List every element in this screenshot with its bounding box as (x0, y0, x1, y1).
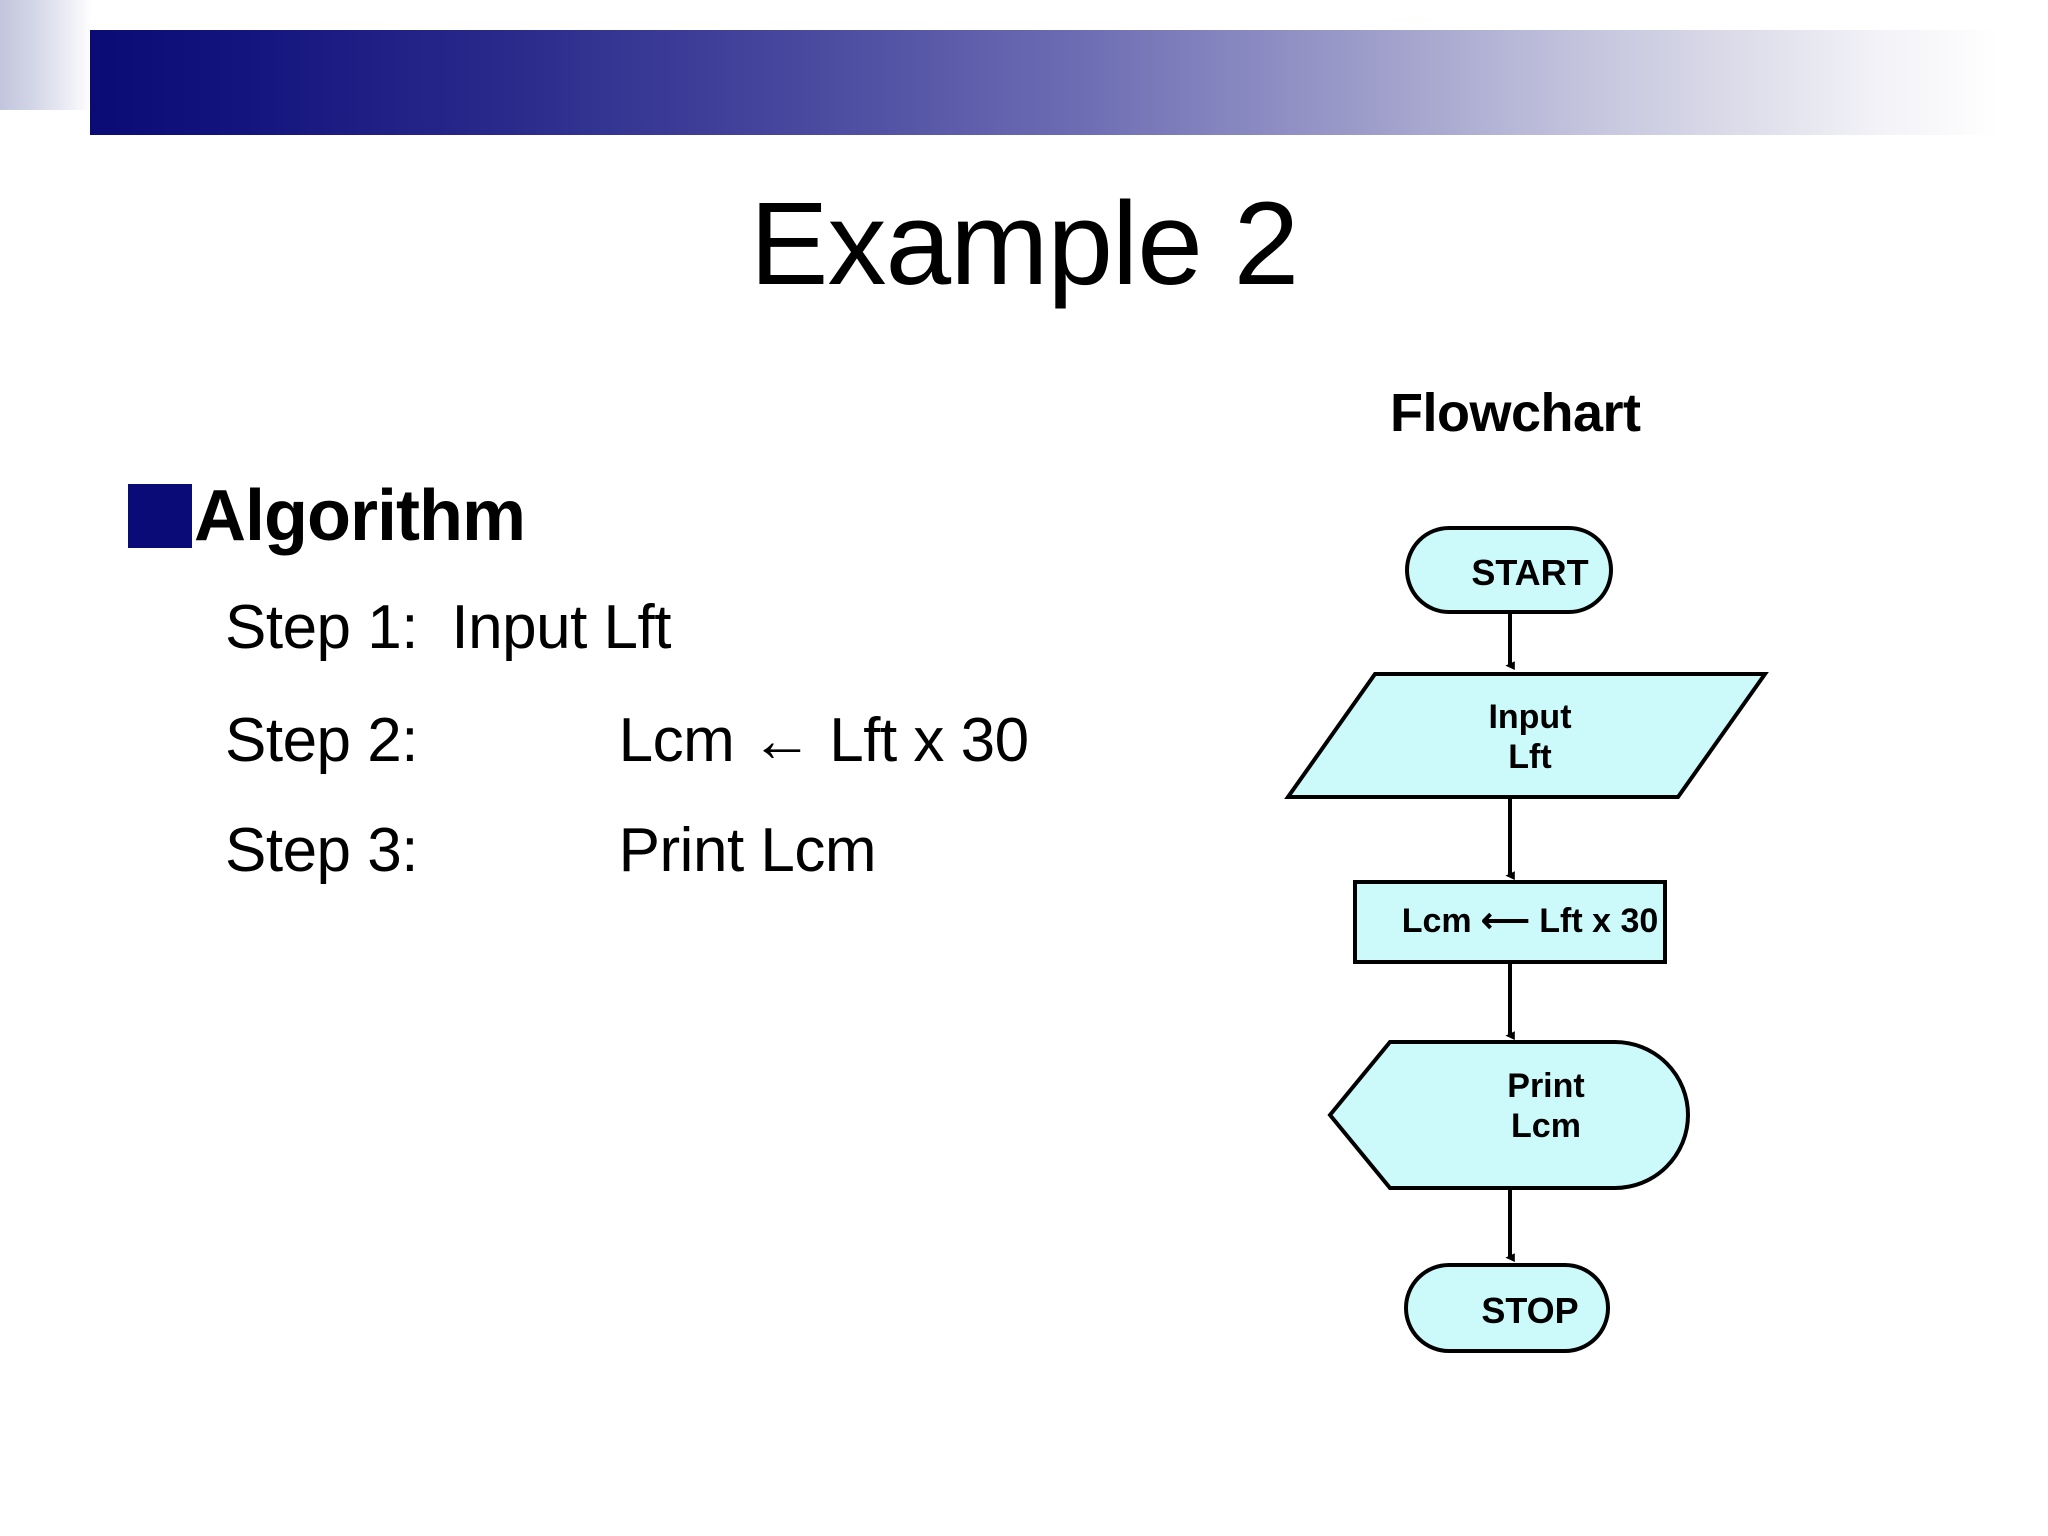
flow-node-start-shape (1405, 526, 1613, 614)
flowchart-svg (1284, 526, 1769, 1353)
flow-node-process-shape (1353, 880, 1667, 964)
flowchart-heading: Flowchart (1390, 383, 1641, 443)
header-left-gradient-strip (0, 0, 92, 110)
algorithm-step-3: Step 3: Print Lcm (225, 816, 877, 885)
algorithm-step-1: Step 1: Input Lft (225, 593, 671, 662)
flow-node-input-shape (1284, 672, 1769, 799)
flowchart-diagram: START Input Lft Lcm ⟵ Lft x 30 Print Lcm… (1270, 510, 1790, 1380)
algorithm-heading-label: Algorithm (194, 476, 526, 556)
algorithm-step-2: Step 2: Lcm ← Lft x 30 (225, 706, 1029, 775)
page-title: Example 2 (749, 178, 1300, 310)
algorithm-heading-row: Algorithm (128, 476, 526, 556)
header-gradient-bar (90, 30, 2000, 135)
flow-node-stop-shape (1404, 1263, 1610, 1353)
flow-node-print-shape (1327, 1040, 1690, 1190)
square-bullet-icon (128, 484, 192, 548)
